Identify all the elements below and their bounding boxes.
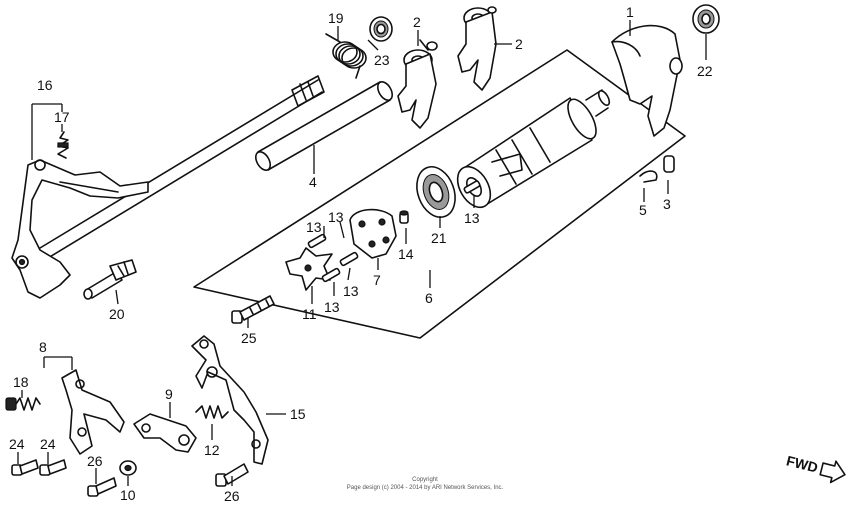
callout-16: 16 bbox=[37, 77, 53, 93]
bearing-22 bbox=[692, 4, 720, 34]
stopper-plate-7 bbox=[349, 208, 397, 259]
callout-18: 18 bbox=[13, 374, 29, 390]
callout-2a: 2 bbox=[413, 14, 421, 30]
pin-3 bbox=[663, 155, 675, 173]
callout-26a: 26 bbox=[87, 453, 103, 469]
callout-12: 12 bbox=[204, 442, 220, 458]
callout-2b: 2 bbox=[515, 36, 523, 52]
callout-17: 17 bbox=[54, 109, 70, 125]
copyright-notice: Copyright Page design (c) 2004 - 2014 by… bbox=[347, 477, 504, 491]
bearing-23 bbox=[369, 16, 393, 42]
callout-24a: 24 bbox=[9, 436, 25, 452]
callout-14: 14 bbox=[398, 246, 414, 262]
callout-25: 25 bbox=[241, 330, 257, 346]
callout-15: 15 bbox=[290, 406, 306, 422]
callout-23: 23 bbox=[374, 52, 390, 68]
callout-9: 9 bbox=[165, 386, 173, 402]
spring-17 bbox=[57, 131, 69, 159]
spring-18 bbox=[5, 397, 41, 411]
copyright-line-2: Page design (c) 2004 - 2014 by ARI Netwo… bbox=[347, 485, 504, 491]
callout-labels: 1 2 2 3 4 5 6 7 8 9 10 11 12 13 13 13 13… bbox=[9, 4, 713, 504]
callout-26b: 26 bbox=[224, 488, 240, 504]
fwd-label: FWD bbox=[785, 452, 820, 475]
forward-arrow-icon bbox=[819, 460, 846, 484]
callout-21: 21 bbox=[431, 230, 447, 246]
plate-9 bbox=[133, 413, 197, 453]
shift-fork-2a bbox=[397, 39, 438, 129]
callout-8: 8 bbox=[39, 339, 47, 355]
callout-19: 19 bbox=[328, 10, 344, 26]
gearshift-spindle bbox=[11, 75, 325, 299]
bolt-24b bbox=[39, 459, 67, 476]
bolt-24a bbox=[11, 459, 39, 476]
callout-24b: 24 bbox=[40, 436, 56, 452]
drum-assembly-outline bbox=[193, 49, 686, 339]
leader-lines bbox=[17, 20, 707, 486]
lever-15 bbox=[191, 335, 269, 465]
pins-13 bbox=[307, 233, 359, 283]
shift-fork-shaft bbox=[254, 81, 394, 171]
shift-fork-1 bbox=[611, 24, 683, 137]
clip-5 bbox=[639, 170, 658, 183]
callout-13b: 13 bbox=[328, 209, 344, 225]
shift-fork-2b bbox=[457, 6, 497, 91]
callout-13d: 13 bbox=[324, 299, 340, 315]
callout-13e: 13 bbox=[464, 210, 480, 226]
lever-8 bbox=[61, 369, 125, 455]
callout-13c: 13 bbox=[343, 283, 359, 299]
torsion-spring-19 bbox=[325, 33, 367, 79]
bolt-26b bbox=[215, 463, 249, 487]
star-11 bbox=[285, 247, 333, 291]
pin-13e bbox=[463, 180, 481, 194]
washer-10 bbox=[119, 460, 137, 476]
callout-5: 5 bbox=[639, 202, 647, 218]
copyright-line-1: Copyright bbox=[412, 477, 438, 483]
pin-bolt-20 bbox=[83, 259, 137, 300]
callout-3: 3 bbox=[663, 196, 671, 212]
bolt-25 bbox=[231, 295, 275, 324]
callout-6: 6 bbox=[425, 290, 433, 306]
callout-10: 10 bbox=[120, 487, 136, 503]
callout-4: 4 bbox=[309, 174, 317, 190]
callout-1: 1 bbox=[626, 4, 634, 20]
spring-12 bbox=[195, 405, 229, 419]
bearing-21 bbox=[416, 166, 456, 218]
pin-14 bbox=[399, 210, 409, 224]
bolt-26a bbox=[87, 477, 117, 497]
callout-20: 20 bbox=[109, 306, 125, 322]
forward-direction-indicator: FWD bbox=[785, 452, 846, 484]
callout-22: 22 bbox=[697, 63, 713, 79]
callout-11: 11 bbox=[302, 306, 317, 322]
callout-13a: 13 bbox=[306, 219, 322, 235]
callout-7: 7 bbox=[373, 272, 381, 288]
